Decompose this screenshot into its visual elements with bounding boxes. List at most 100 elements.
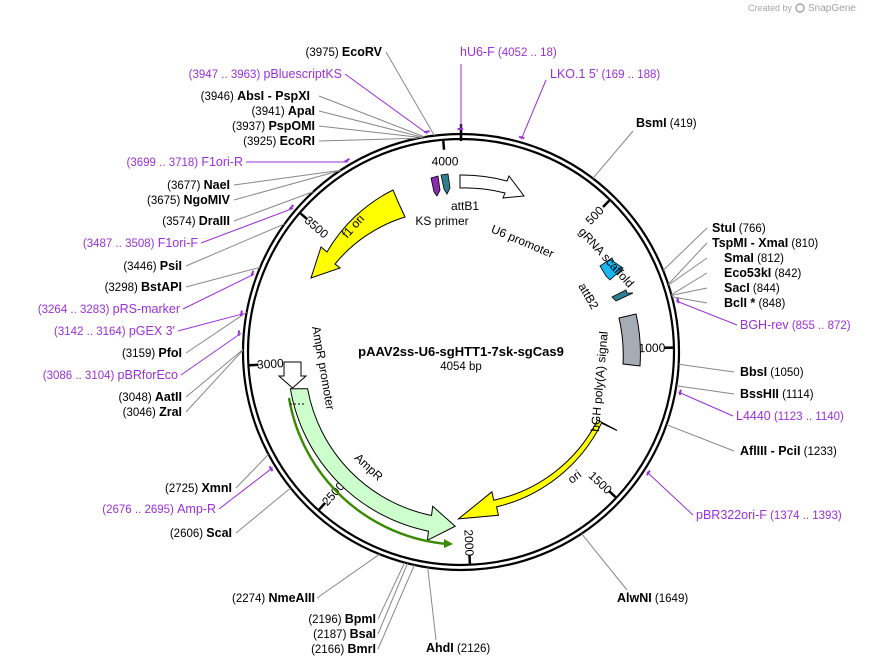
bp-tick (442, 140, 446, 150)
label-leader (581, 533, 628, 591)
enzyme-label[interactable]: (3675) NgoMIV (147, 193, 231, 207)
enzyme-label[interactable]: (2606) ScaI (170, 526, 232, 540)
primer-label[interactable]: (3142 .. 3164) pGEX 3' (54, 324, 175, 338)
label-leader (662, 227, 708, 271)
feature-ks-primer[interactable] (430, 175, 441, 197)
enzyme-label[interactable]: AhdI (2126) (426, 641, 490, 655)
label-leader (235, 487, 291, 534)
enzyme-label[interactable]: BssHII (1114) (740, 387, 814, 401)
enzyme-label[interactable]: (3446) PsiI (123, 259, 182, 273)
enzyme-label[interactable]: AflIII - PciI (1233) (740, 444, 837, 458)
enzyme-label[interactable]: SmaI (812) (724, 251, 784, 265)
label-leader (233, 170, 341, 201)
primer-label[interactable]: BGH-rev (855 .. 872) (740, 318, 851, 332)
bp-tick (608, 490, 617, 499)
enzyme-label[interactable]: (3975) EcoRV (305, 45, 382, 59)
feature-label-attb2: attB2 (575, 281, 601, 313)
enzyme-label[interactable]: (2196) BpmI (308, 612, 376, 626)
labels: BsmI (419) StuI (766)TspMI - XmaI (810)Sm… (38, 45, 851, 656)
label-leader (671, 272, 708, 296)
label-leader (377, 562, 406, 620)
label-leader (185, 223, 285, 267)
enzyme-label[interactable]: (3159) PfoI (122, 346, 182, 360)
primer-leader (520, 79, 547, 140)
primer-label[interactable]: (3699 .. 3718) F1ori-R (127, 155, 243, 169)
primer-leader (177, 313, 244, 332)
enzyme-label[interactable]: (3946) AbsI - PspXI (201, 89, 310, 103)
primer-binding-mark (288, 204, 295, 210)
primer-leader (218, 467, 274, 510)
feature-bgh-polya[interactable] (618, 313, 641, 367)
enzyme-label[interactable]: TspMI - XmaI (810) (712, 236, 818, 250)
label-leader (427, 567, 437, 641)
label-leader (668, 257, 708, 286)
enzyme-label[interactable]: BsmI (419) (636, 116, 697, 130)
label-leader (316, 553, 380, 599)
feature-ampr-promoter[interactable] (277, 361, 308, 389)
enzyme-label[interactable]: (3048) AatII (118, 390, 182, 404)
label-leader (318, 137, 418, 142)
enzyme-label[interactable]: (3298) BstAPI (105, 280, 182, 294)
enzyme-label[interactable]: Eco53kI (842) (724, 266, 801, 280)
enzyme-label[interactable]: SacI (844) (724, 281, 780, 295)
label-leader (318, 95, 425, 138)
feature-attb2[interactable] (611, 289, 634, 302)
enzyme-label[interactable]: (2166) BmrI (311, 642, 376, 656)
feature-ori[interactable] (456, 419, 618, 520)
enzyme-label[interactable]: (3925) EcoRI (243, 134, 315, 148)
label-leader (377, 563, 408, 635)
enzyme-label[interactable]: (2725) XmnI (165, 481, 232, 495)
label-leader (377, 564, 415, 650)
enzyme-label[interactable]: (3574) DraIII (162, 214, 230, 228)
enzyme-label[interactable]: StuI (766) (712, 221, 766, 235)
bp-tick (602, 199, 611, 208)
enzyme-label[interactable]: BbsI (1050) (740, 365, 804, 379)
enzyme-label[interactable]: (3937) PspOMI (232, 119, 315, 133)
label-leader (318, 125, 422, 139)
feature-grna-scaffold[interactable] (599, 257, 624, 281)
plasmid-name: pAAV2ss-U6-sgHTT1-7sk-sgCas9 (358, 344, 564, 359)
primer-label[interactable]: (3487 .. 3508) F1ori-F (83, 236, 198, 250)
primer-label[interactable]: LKO.1 5' (169 .. 188) (550, 67, 660, 81)
label-leader (185, 266, 261, 288)
feature-attb1[interactable] (440, 173, 451, 195)
primer-label[interactable]: pBR322ori-F (1374 .. 1393) (696, 508, 842, 522)
primer-leader (678, 391, 734, 417)
snapgene-credit: Created by SnapGene (748, 3, 856, 14)
enzyme-label[interactable]: (2187) BsaI (313, 627, 376, 641)
feature-label-bgh-polya: bGH poly(A) signal (588, 331, 611, 433)
bp-tick-label: 4000 (432, 155, 459, 169)
enzyme-label[interactable]: (2274) NmeAIII (232, 591, 315, 605)
feature-ampr[interactable] (289, 388, 457, 542)
primer-leader (200, 207, 294, 244)
ampr-underline-arrowhead (444, 539, 453, 548)
feature-label-ampr-promoter: AmpR promoter (309, 325, 337, 411)
primer-label[interactable]: (2676 .. 2695) Amp-R (102, 502, 216, 516)
enzyme-label[interactable]: BclI * (848) (724, 296, 785, 310)
primer-label[interactable]: (3264 .. 3283) pRS-marker (38, 302, 180, 316)
primer-label[interactable]: (3086 .. 3104) pBRforEco (43, 368, 178, 382)
label-leader (666, 424, 735, 452)
bp-tick-label: 1000 (638, 341, 665, 356)
label-leader (185, 311, 247, 354)
label-leader (233, 191, 314, 222)
plasmid-length: 4054 bp (440, 361, 482, 373)
feature-label-grna-scaffold: gRNA scaffold (576, 225, 637, 291)
enzyme-label[interactable]: AlwNI (1649) (617, 591, 688, 605)
label-leader (667, 242, 708, 285)
primer-label[interactable]: hU6-F (4052 .. 18) (460, 45, 557, 59)
feature-ampr-underline (287, 397, 449, 546)
enzyme-label[interactable]: (3046) ZraI (123, 405, 182, 419)
enzyme-label[interactable]: (3677) NaeI (167, 178, 230, 192)
label-leader (185, 349, 244, 413)
feature-f1-ori[interactable] (310, 189, 406, 279)
enzyme-label[interactable]: (3941) ApaI (251, 104, 315, 118)
primer-label[interactable]: L4440 (1123 .. 1140) (736, 409, 844, 423)
bp-tick-label: 3500 (302, 213, 332, 241)
primer-label[interactable]: (3947 .. 3963) pBluescriptKS (189, 67, 342, 81)
feature-u6-promoter[interactable] (459, 174, 525, 199)
label-leader (671, 287, 708, 296)
feature-label-ks-primer: KS primer (415, 214, 468, 228)
bp-tick-label: 3000 (257, 356, 285, 372)
label-leader (318, 110, 424, 138)
